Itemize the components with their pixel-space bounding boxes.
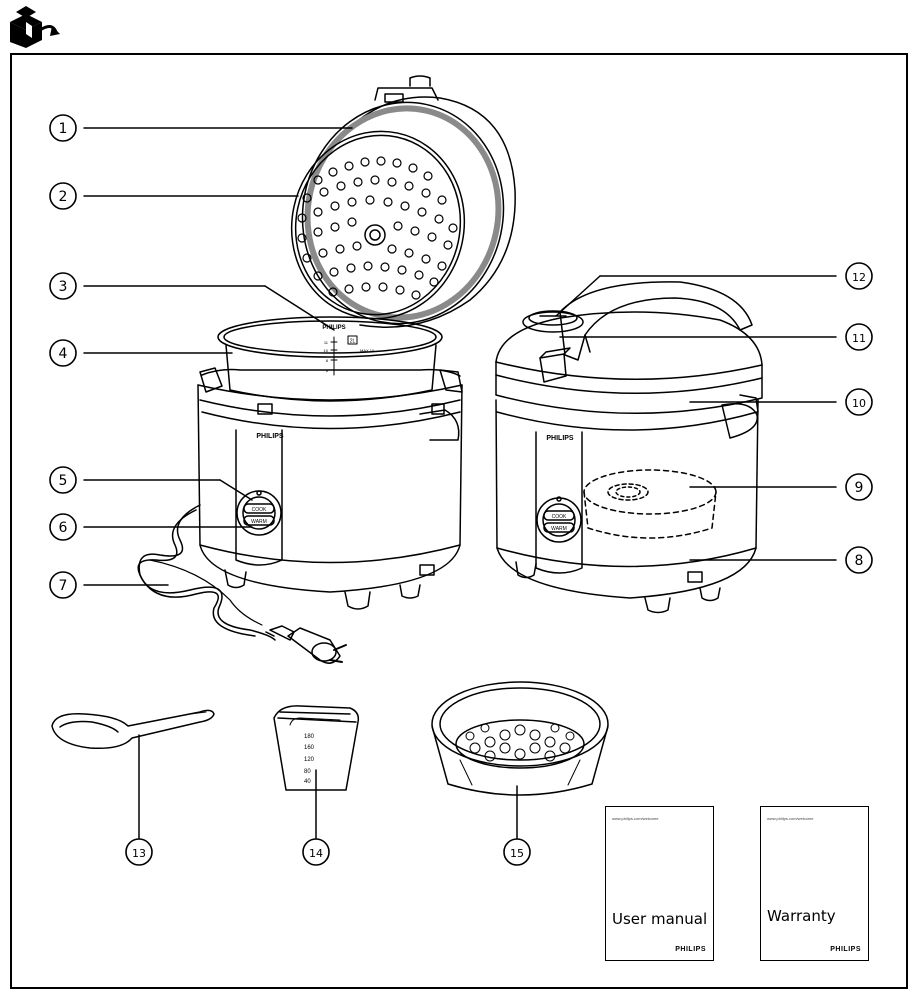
inner-pot-level-6: 6 — [326, 368, 329, 373]
booklet-url: www.philips.com/welcome — [767, 816, 814, 821]
rice-spoon — [51, 709, 215, 750]
cup-mark-180: 180 — [304, 734, 315, 740]
panel-cook-label: COOK — [252, 507, 267, 513]
left-cooker-brand: PHILIPS — [256, 433, 284, 440]
booklet-url: www.philips.com/welcome — [612, 816, 659, 821]
cup-mark-40: 40 — [304, 779, 311, 785]
cup-mark-80: 80 — [304, 769, 311, 775]
callout-9: 9 — [855, 480, 864, 496]
inner-pot-level-11: 11 — [324, 340, 329, 345]
inner-pot-brand: PHILIPS — [322, 325, 345, 331]
callout-8: 8 — [855, 553, 864, 569]
booklet-brand: PHILIPS — [830, 946, 861, 953]
inner-pot-max-label: MAX 10 — [360, 348, 375, 353]
panel-warm-label-right: WARM — [551, 526, 567, 532]
callout-13: 13 — [132, 847, 146, 860]
callout-leader-lines — [83, 127, 837, 841]
panel-warm-label: WARM — [251, 519, 267, 525]
steamer-basket — [431, 681, 609, 796]
callout-1: 1 — [59, 121, 68, 137]
cup-mark-120: 120 — [304, 757, 315, 763]
callout-11: 11 — [852, 332, 866, 345]
panel-cook-label-right: COOK — [552, 514, 567, 520]
right-cooker-brand: PHILIPS — [546, 435, 574, 442]
callout-5: 5 — [59, 473, 68, 489]
inner-pot-cup-marking: 2L — [350, 339, 356, 345]
closed-rice-cooker: COOK WARM — [495, 281, 763, 614]
callout-numbers: 1 2 3 4 5 6 7 8 9 10 11 12 13 14 15 — [59, 121, 866, 860]
callout-4: 4 — [59, 346, 68, 362]
open-rice-cooker: COOK WARM — [137, 75, 516, 664]
callout-2: 2 — [59, 189, 68, 205]
callout-6: 6 — [59, 520, 68, 536]
callout-14: 14 — [309, 847, 323, 860]
measuring-cup — [273, 705, 360, 791]
callout-circles — [49, 114, 873, 866]
cup-mark-160: 160 — [304, 745, 315, 751]
booklet-title: Warranty — [767, 907, 836, 925]
booklet-brand: PHILIPS — [675, 946, 706, 953]
inner-pot-level-8: 8 — [326, 358, 329, 363]
lid-hole-pattern — [297, 156, 458, 300]
callout-12: 12 — [852, 271, 866, 284]
callout-10: 10 — [852, 397, 866, 410]
user-manual-booklet: www.philips.com/welcome User manual PHIL… — [605, 806, 714, 961]
booklet-title: User manual — [612, 910, 708, 928]
callout-3: 3 — [59, 279, 68, 295]
unpack-box-icon — [10, 6, 60, 48]
inner-pot-level-10: 10 — [324, 348, 329, 353]
callout-15: 15 — [510, 847, 524, 860]
warranty-booklet: www.philips.com/welcome Warranty PHILIPS — [760, 806, 869, 961]
callout-7: 7 — [59, 578, 68, 594]
diagram-frame — [10, 53, 908, 989]
